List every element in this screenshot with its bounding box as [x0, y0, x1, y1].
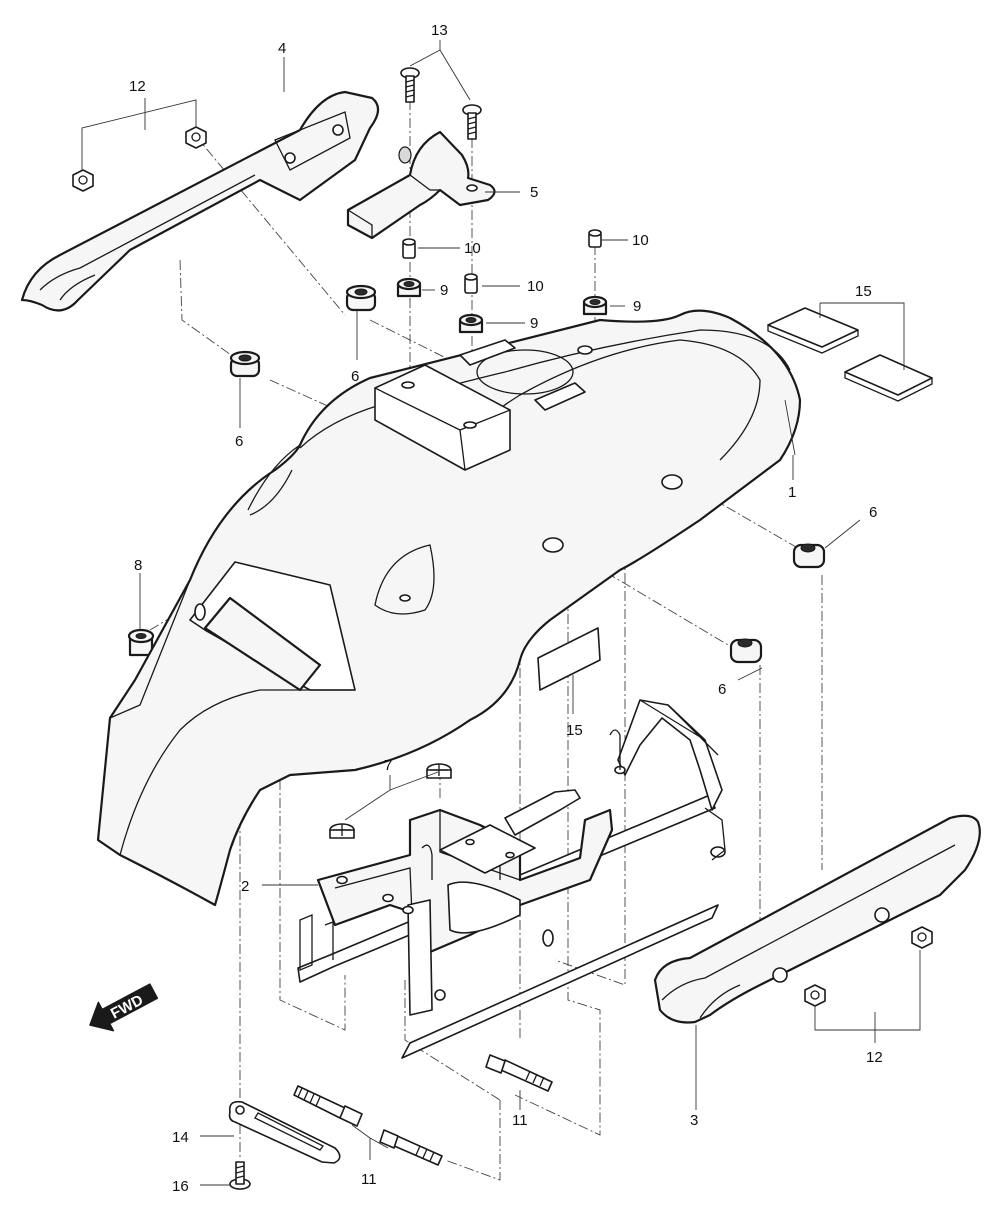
callout-9-a: 9 — [440, 282, 448, 299]
nut-top-right — [185, 126, 207, 149]
callout-11-mid: 11 — [512, 1112, 528, 1129]
right-side-rail — [653, 814, 981, 1024]
callout-9-c: 9 — [633, 298, 641, 315]
callout-3: 3 — [690, 1112, 698, 1129]
damper-b — [229, 350, 261, 378]
nut-bottom-left — [804, 984, 826, 1007]
callout-11-lower: 11 — [361, 1171, 377, 1188]
callout-13: 13 — [431, 22, 448, 39]
damper-d — [729, 638, 763, 664]
callout-14: 14 — [172, 1129, 189, 1146]
screw-right — [462, 104, 482, 140]
callout-10-a: 10 — [464, 240, 481, 257]
leader-lines — [81, 40, 921, 1186]
callout-6-lower-right: 6 — [718, 681, 726, 698]
callout-16: 16 — [172, 1178, 189, 1195]
bolt-lower-right — [379, 1129, 443, 1166]
collar-c — [588, 229, 602, 248]
callout-6-right: 6 — [869, 504, 877, 521]
fwd-direction-arrow: FWD — [89, 983, 159, 1032]
callout-5: 5 — [530, 184, 538, 201]
callout-9-b: 9 — [530, 315, 538, 332]
grommet-8 — [127, 628, 155, 657]
callout-4: 4 — [278, 40, 286, 57]
damper-c — [792, 543, 826, 569]
arrow-left-icon — [89, 983, 159, 1032]
pad-top-a — [767, 307, 859, 354]
grommet-b — [458, 313, 484, 334]
callout-15-side: 15 — [566, 722, 583, 739]
nut-bottom-right — [911, 926, 933, 949]
callout-7: 7 — [384, 757, 392, 774]
collar-b — [464, 273, 478, 294]
frame-bracket — [297, 699, 726, 1059]
bolt-mid — [485, 1054, 553, 1092]
rear-fender-body — [96, 309, 802, 907]
collar-a — [402, 238, 416, 259]
callout-10-c: 10 — [632, 232, 649, 249]
left-side-rail — [20, 90, 380, 312]
callout-1: 1 — [788, 484, 796, 501]
callout-2: 2 — [241, 878, 249, 895]
small-bolt — [229, 1161, 251, 1190]
callout-6-left: 6 — [235, 433, 243, 450]
callout-6-upper-left: 6 — [351, 368, 359, 385]
pad-side — [537, 627, 601, 691]
callout-12-bottom: 12 — [866, 1049, 883, 1066]
callout-labels: 1 2 3 4 5 6 6 6 6 7 8 9 9 9 10 10 10 11 … — [129, 22, 883, 1195]
callout-12-top: 12 — [129, 78, 146, 95]
clip-nut-right — [426, 763, 452, 779]
damper-a — [345, 284, 377, 312]
callout-10-b: 10 — [527, 278, 544, 295]
grommet-a — [396, 277, 422, 298]
grommet-c — [582, 295, 608, 316]
pad-top-b — [844, 354, 933, 402]
screw-left — [400, 67, 420, 103]
callout-8: 8 — [134, 557, 142, 574]
clip-nut-left — [329, 823, 355, 839]
mounting-strap — [228, 1100, 341, 1164]
nut-top-left — [72, 169, 94, 192]
bolt-lower-left — [293, 1085, 363, 1127]
callout-15-top: 15 — [855, 283, 872, 300]
top-bracket — [346, 130, 496, 240]
